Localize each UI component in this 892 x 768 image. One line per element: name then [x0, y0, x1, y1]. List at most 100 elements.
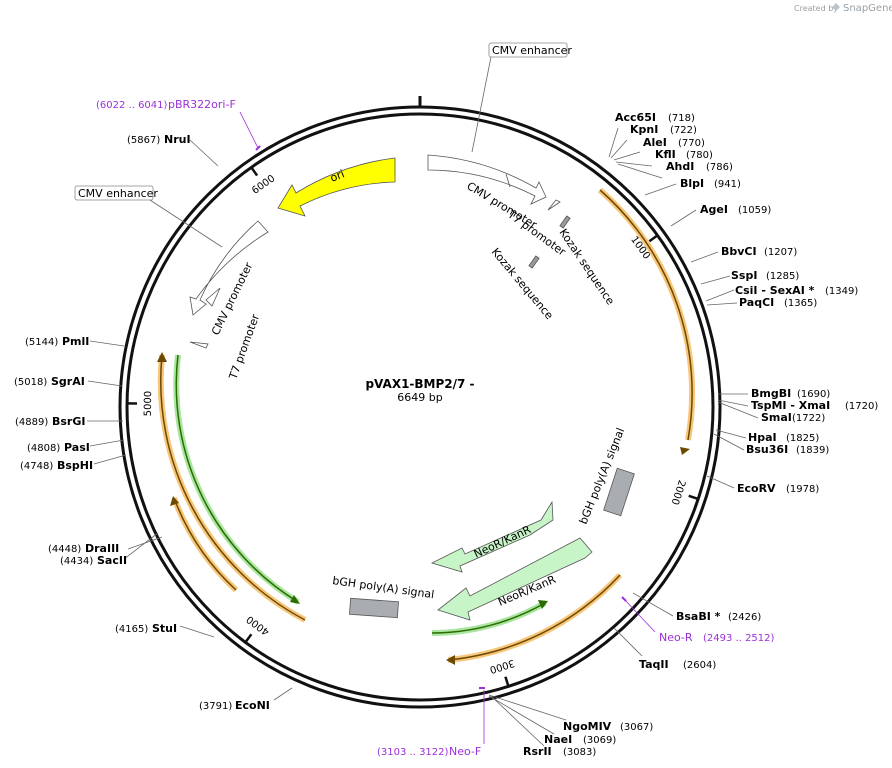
enzyme-pos: (1349) — [825, 286, 858, 297]
enzyme-name: TspMI - XmaI — [751, 399, 830, 412]
tick-mark — [648, 234, 659, 243]
bgh-polya-bottom — [349, 597, 399, 619]
enzyme-pos: (770) — [678, 138, 705, 149]
enzyme-pos: (3067) — [620, 722, 653, 733]
neor-kanr-inner — [430, 500, 554, 573]
tick-label: 5000 — [143, 391, 154, 417]
orf-arc-left-green-core — [175, 354, 299, 603]
enzyme-pos: (1825) — [786, 433, 819, 444]
t7-promoter-top — [547, 199, 561, 211]
enzyme-pos: (1690) — [797, 389, 830, 400]
tick-mark — [244, 633, 253, 644]
orf-arc-left-short-head — [170, 496, 179, 506]
tick-label: 6000 — [250, 173, 277, 197]
enzyme-name: BspHI — [57, 459, 93, 472]
bgh-polya-right — [603, 467, 635, 517]
enzyme-pos: (3069) — [583, 735, 616, 746]
enzyme-name: EcoRV — [737, 482, 776, 495]
enzyme-name: PasI — [64, 441, 90, 454]
ori-feature — [277, 157, 396, 217]
orf-arc-right — [598, 187, 696, 441]
orf-arc-left-outer-head — [157, 352, 167, 362]
brand-label: SnapGene — [843, 3, 892, 14]
primer-name: Neo-F — [449, 745, 481, 758]
cmv-promoter-top — [427, 154, 547, 205]
tick-mark — [688, 494, 699, 501]
orf-arc-left-green-head — [290, 595, 300, 604]
cmv-enhancer-left-box: CMV enhancer — [74, 185, 158, 201]
enzyme-name: PaqCI — [739, 296, 774, 309]
orf-arc-bottom-core — [447, 574, 621, 661]
enzyme-name: PmlI — [62, 335, 89, 348]
plasmid-name: pVAX1-BMP2/7 - — [365, 377, 474, 391]
enzyme-leader-lines — [87, 127, 759, 747]
enzyme-pos: (4434) — [60, 556, 93, 567]
ori-label: ori — [328, 167, 346, 184]
orf-arc-right-head — [680, 447, 690, 455]
kozak-top — [559, 215, 571, 229]
neo-inner-label: NeoR/KanR — [472, 523, 534, 561]
enzyme-pos: (718) — [668, 113, 695, 124]
enzyme-name: HpaI — [748, 431, 777, 444]
orf-arc-left-short — [171, 496, 239, 593]
enzyme-pos: (4808) — [27, 443, 60, 454]
cmv-enhancer-top-label: CMV enhancer — [492, 44, 572, 57]
backbone-inner — [125, 112, 715, 702]
snapgene-logo-icon — [832, 3, 840, 13]
bgh-bottom-label: bGH poly(A) signal — [332, 574, 436, 601]
tick-mark — [504, 676, 510, 687]
enzyme-name: SacII — [97, 554, 127, 567]
enzyme-pos: (722) — [670, 125, 697, 136]
primer-pos: (6022 .. 6041) — [96, 100, 168, 111]
enzyme-name: EcoNI — [235, 699, 270, 712]
primer-pos: (3103 .. 3122) — [377, 747, 449, 758]
created-by-label: Created by — [794, 4, 838, 13]
enzyme-name: Acc65I — [615, 111, 656, 124]
orf-arc-right-core — [599, 189, 693, 441]
cmv-enhancer-left-feature — [189, 220, 269, 316]
enzyme-name: NruI — [164, 133, 191, 146]
enzyme-name: AhdI — [666, 160, 694, 173]
enzyme-name: AgeI — [700, 203, 728, 216]
enzyme-pos: (5018) — [14, 377, 47, 388]
enzyme-pos: (3791) — [199, 701, 232, 712]
enzyme-pos: (941) — [714, 179, 741, 190]
enzyme-pos: (1722) — [792, 413, 825, 424]
enzyme-name: BsaBI * — [676, 610, 721, 623]
enzyme-pos: (4889) — [15, 417, 48, 428]
tick-mark — [250, 166, 259, 177]
enzyme-pos: (3083) — [563, 747, 596, 758]
cmv-enhancer-top-box: CMV enhancer — [488, 42, 572, 58]
orf-green-bottom-core — [431, 602, 546, 634]
plasmid-length: 6649 bp — [397, 391, 442, 404]
enzyme-name: BbvCI — [721, 245, 757, 258]
enzyme-name: KpnI — [630, 123, 658, 136]
orf-arc-left-short-core — [173, 497, 237, 591]
enzyme-name: BmgBI — [751, 387, 791, 400]
enzyme-pos: (4448) — [48, 544, 81, 555]
cmv-enhancer-left-label: CMV enhancer — [78, 187, 158, 200]
enzyme-pos: (4165) — [115, 624, 148, 635]
kozak-inner-label: Kozak sequence — [489, 246, 556, 323]
primer-markers — [239, 111, 656, 744]
tick-label: 2000 — [669, 478, 687, 506]
enzyme-pos: (1839) — [796, 445, 829, 456]
enzyme-name: Bsu36I — [746, 443, 788, 456]
enzyme-name: StuI — [152, 622, 177, 635]
primer-pos: (2493 .. 2512) — [703, 633, 775, 644]
orf-arc-bottom-head — [446, 655, 455, 665]
t7-promoter-left-label: T7 promoter — [226, 312, 262, 382]
enzyme-name: DraIII — [85, 542, 119, 555]
orf-arc-left-outer-core — [159, 354, 306, 621]
tick-label: 4000 — [245, 613, 272, 637]
enzyme-name: BsrGI — [52, 415, 85, 428]
enzyme-pos: (786) — [706, 162, 733, 173]
enzyme-pos: (2604) — [683, 660, 716, 671]
t7-promoter-left — [189, 341, 209, 349]
enzyme-name: TaqII — [639, 658, 669, 671]
orf-green-bottom-head — [538, 600, 548, 609]
backbone-outer — [118, 105, 722, 709]
enzyme-pos: (1365) — [784, 298, 817, 309]
enzyme-pos: (1720) — [845, 401, 878, 412]
